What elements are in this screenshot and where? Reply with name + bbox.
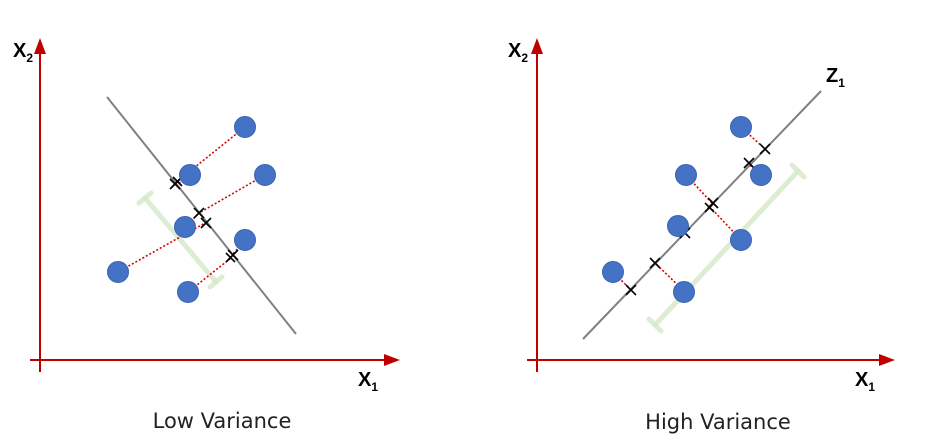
- data-point: [730, 116, 752, 138]
- data-point: [673, 281, 695, 303]
- right-projection-segments: [612, 126, 766, 292]
- right-x-axis-arrow: [879, 354, 895, 366]
- right-x-axis-label: X1: [855, 369, 875, 394]
- data-point: [730, 229, 752, 251]
- data-point: [177, 281, 199, 303]
- data-point: [254, 164, 276, 186]
- right-data-points: [602, 116, 772, 303]
- z1-line-label: Z1: [826, 65, 845, 90]
- left-data-points: [107, 116, 276, 303]
- data-point: [667, 215, 689, 237]
- data-point: [174, 216, 196, 238]
- right-y-axis-arrow: [531, 38, 543, 54]
- data-point: [179, 164, 201, 186]
- data-point: [234, 116, 256, 138]
- left-spread-bar: [136, 190, 225, 290]
- data-point: [750, 164, 772, 186]
- left-y-axis-arrow: [34, 38, 46, 54]
- data-point: [675, 164, 697, 186]
- right-y-axis-label: X2: [508, 40, 528, 65]
- data-point: [602, 261, 624, 283]
- data-point: [107, 261, 129, 283]
- left-x-axis-arrow: [384, 354, 400, 366]
- data-point: [234, 229, 256, 251]
- left-x-axis-label: X1: [358, 369, 378, 394]
- z1-projection-line: [582, 90, 822, 340]
- left-caption: Low Variance: [153, 409, 292, 433]
- left-y-axis-label: X2: [13, 40, 33, 65]
- right-panel: X2 X1 Z1: [508, 38, 895, 434]
- left-panel: X2 X1: [13, 38, 400, 433]
- right-caption: High Variance: [645, 410, 791, 434]
